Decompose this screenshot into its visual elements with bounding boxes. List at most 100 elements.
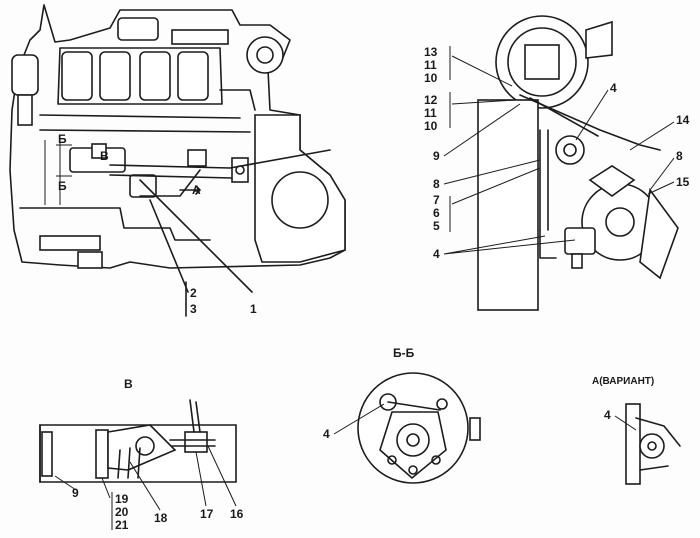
engine-side-view: Б Б В А 2 3 1	[9, 4, 346, 317]
manifold-runner-4	[177, 51, 209, 101]
exhaust-elbow	[219, 89, 256, 111]
right-c9: 9	[433, 149, 440, 163]
leader-2-3	[149, 199, 189, 293]
right-assembly-view: 13 11 10 12 11 10 9 8 7 6 5 4 4 14 8 15	[424, 15, 690, 311]
turbo-housing	[246, 36, 284, 74]
view-v-c20: 20	[115, 505, 129, 519]
view-v-hatch	[117, 447, 141, 479]
leader-9	[443, 103, 521, 157]
a-arrow	[179, 185, 201, 195]
leader-var4	[614, 415, 637, 431]
leader-1	[139, 179, 253, 293]
right-c8b: 8	[676, 149, 683, 163]
section-bb-c4: 4	[323, 427, 330, 441]
actuator	[129, 174, 157, 198]
right-c6: 6	[433, 206, 440, 220]
flywheel-ring	[271, 171, 329, 229]
valve-block	[187, 149, 207, 167]
linkage-rod-a	[109, 149, 331, 169]
linkage-rod-b	[109, 174, 233, 179]
mounting-plate	[477, 99, 539, 311]
leader-v19	[101, 477, 111, 499]
view-v-c17: 17	[200, 507, 214, 521]
main-label-b-bottom: Б	[58, 179, 67, 193]
view-v-pivot	[135, 436, 155, 456]
leader-4b	[443, 235, 576, 255]
section-bb-link	[387, 401, 441, 411]
view-v-bar	[169, 439, 216, 447]
top-outlet	[585, 20, 613, 59]
oil-pan-flange	[39, 235, 101, 251]
chamber-end	[639, 187, 679, 280]
pump-cap	[91, 143, 107, 159]
variant-c4: 4	[604, 408, 611, 422]
view-v-c18: 18	[154, 511, 168, 525]
section-bb-hub-inner	[406, 433, 420, 447]
leader-v9	[54, 475, 77, 491]
leader-7	[451, 167, 541, 205]
leader-8a	[443, 159, 541, 185]
leader-13	[451, 55, 513, 87]
crankcase-line	[19, 207, 211, 241]
oil-pan-drain	[77, 251, 103, 269]
filter-pipe	[17, 94, 33, 126]
variant-wheel	[639, 433, 665, 459]
flywheel-housing	[254, 114, 346, 263]
valve-nipple	[571, 253, 583, 269]
main-callout-1: 1	[250, 302, 257, 316]
clamp-ring-inner	[563, 143, 577, 157]
right-c4b: 4	[433, 247, 440, 261]
leader-v17	[195, 451, 207, 507]
main-callout-2: 2	[190, 286, 197, 300]
top-filter	[117, 17, 159, 41]
right-c12: 12	[424, 93, 438, 107]
main-label-b-top: Б	[58, 132, 67, 146]
leader-v16	[207, 445, 237, 507]
view-v-c9: 9	[72, 486, 79, 500]
view-v-title: В	[124, 377, 133, 391]
view-v-plate	[95, 429, 109, 479]
top-rail	[171, 29, 229, 45]
section-bb-hub	[396, 423, 430, 457]
right-c15: 15	[676, 175, 690, 189]
leader-14	[629, 121, 675, 151]
chamber-hub	[605, 207, 635, 237]
right-c10b: 10	[424, 119, 438, 133]
leader-bb4	[333, 403, 385, 435]
right-c13: 13	[424, 45, 438, 59]
view-v: В 9 19 20 21 18 17 16	[39, 377, 244, 532]
manifold-runner-1	[61, 51, 93, 101]
section-bb-bolt-c	[408, 465, 418, 475]
pipe-bend	[539, 229, 557, 259]
vertical-pipes	[539, 129, 549, 231]
variant-wheel-hub	[647, 441, 657, 451]
view-v-rod	[189, 399, 201, 433]
section-bb-title: Б-Б	[393, 346, 415, 360]
variant-view: А(ВАРИАНТ) 4	[592, 376, 681, 485]
section-bb-pin	[436, 398, 448, 410]
leader-8b	[649, 157, 675, 191]
variant-title: А(ВАРИАНТ)	[592, 376, 654, 387]
top-housing-inner	[507, 27, 577, 97]
section-bb: Б-Б 4	[323, 346, 481, 484]
oil-filter	[11, 54, 39, 96]
view-v-c19: 19	[115, 492, 129, 506]
leader-4a	[575, 89, 609, 141]
right-c8a: 8	[433, 177, 440, 191]
top-housing-core	[524, 44, 560, 80]
manifold-runner-2	[99, 51, 131, 101]
rod-middle	[39, 129, 251, 133]
section-bb-fitting	[469, 417, 481, 441]
view-v-endcap	[41, 431, 53, 477]
leader-v18	[129, 461, 161, 511]
right-c11a: 11	[424, 58, 437, 72]
leader-12	[451, 99, 516, 105]
main-callout-3: 3	[190, 302, 197, 316]
right-c10a: 10	[424, 71, 438, 85]
main-label-v: В	[100, 149, 109, 163]
linkage-rod-c	[139, 169, 201, 197]
right-c7: 7	[433, 193, 440, 207]
view-v-c21: 21	[115, 518, 129, 532]
chamber-cap	[588, 165, 636, 197]
